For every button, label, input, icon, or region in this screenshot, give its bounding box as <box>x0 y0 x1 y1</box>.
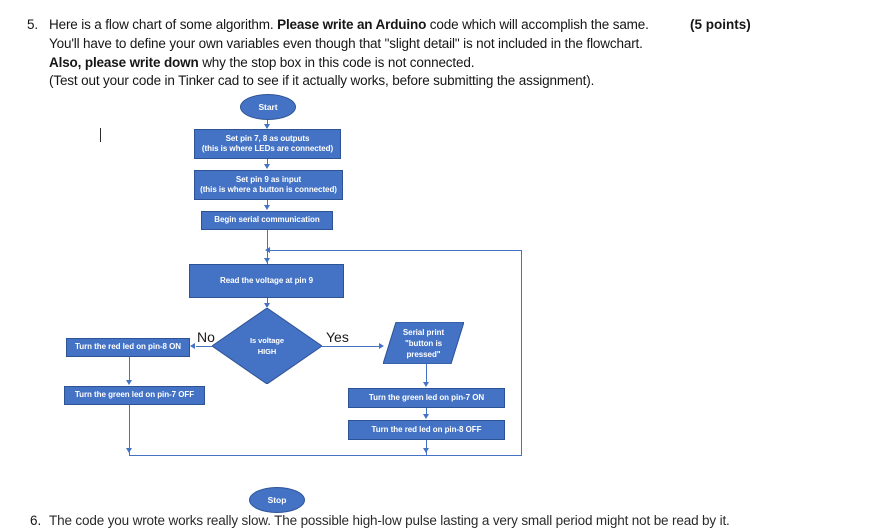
connector-outputs-to-input <box>267 159 268 165</box>
text-caret <box>100 128 101 142</box>
question-line-1-part-a: Here is a flow chart of some algorithm. <box>49 17 278 32</box>
arrowhead-serialprint-to-greenon <box>422 382 429 387</box>
connector-loopback-horizontal <box>270 250 522 251</box>
flow-node-serial-print-label: Serial print "button is pressed" <box>403 327 444 360</box>
flow-node-stop[interactable]: Stop <box>249 487 305 513</box>
flow-node-decision[interactable]: Is voltage HIGH <box>212 308 322 384</box>
arrowhead-redon-to-greenoff <box>125 380 132 385</box>
connector-redoff-to-merge <box>426 440 427 455</box>
flow-node-set-input-line1: Set pin 9 as input <box>235 174 302 184</box>
arrowhead-loopback <box>265 246 270 253</box>
question-line-2: You'll have to define your own variables… <box>49 36 643 51</box>
flow-node-start[interactable]: Start <box>240 94 296 120</box>
connector-read-to-decision <box>267 298 268 304</box>
connector-serialprint-to-greenon <box>426 364 427 384</box>
flow-node-serial-print-line1: Serial print <box>402 327 445 337</box>
connector-loopback-vertical <box>521 250 522 455</box>
question-line-1-bold: Please write an Arduino <box>277 17 427 32</box>
question-points: (5 points) <box>690 17 751 32</box>
flow-node-stop-label: Stop <box>267 494 287 505</box>
connector-greenoff-to-merge <box>129 405 130 455</box>
flow-node-red-off[interactable]: Turn the red led on pin-8 OFF <box>348 420 505 440</box>
connector-greenon-to-redoff <box>426 408 427 416</box>
flow-node-set-input-line2: (this is where a button is connected) <box>200 185 337 194</box>
diamond-shape-icon <box>212 308 322 384</box>
connector-bottom-merge <box>129 455 522 456</box>
question-line-4: (Test out your code in Tinker cad to see… <box>49 73 595 88</box>
arrowhead-no-branch <box>190 342 195 349</box>
arrowhead-redoff-to-merge <box>422 448 429 453</box>
branch-label-no: No <box>197 329 215 345</box>
flow-node-serial-print-line2: "button is <box>404 338 443 348</box>
flow-node-decision-line2: HIGH <box>257 347 277 356</box>
flow-node-decision-line1: Is voltage <box>249 336 285 345</box>
question-line-3: Also, please write down why the stop box… <box>49 55 474 70</box>
question-line-3-rest: why the stop box in this code is not con… <box>198 55 475 70</box>
flow-node-set-outputs-line2: (this is where LEDs are connected) <box>201 144 334 153</box>
connector-no-branch <box>196 346 212 347</box>
flow-node-green-off-label: Turn the green led on pin-7 OFF <box>74 390 195 400</box>
flow-node-set-outputs[interactable]: Set pin 7, 8 as outputs (this is where L… <box>194 129 341 159</box>
question-line-1-part-b: code which will accomplish the same. <box>426 17 649 32</box>
flow-node-green-off[interactable]: Turn the green led on pin-7 OFF <box>64 386 205 405</box>
connector-input-to-serial <box>267 200 268 206</box>
connector-yes-branch <box>322 346 381 347</box>
flow-node-start-label: Start <box>258 101 278 112</box>
flow-node-read-voltage-label: Read the voltage at pin 9 <box>220 275 313 285</box>
connector-redon-to-greenoff <box>129 357 130 381</box>
arrowhead-yes-branch <box>379 342 384 349</box>
question-number: 5. <box>27 17 39 32</box>
flow-node-read-voltage[interactable]: Read the voltage at pin 9 <box>189 264 344 298</box>
arrowhead-serial-to-read <box>263 258 270 263</box>
flow-node-set-input[interactable]: Set pin 9 as input (this is where a butt… <box>194 170 343 200</box>
arrowhead-start-to-outputs <box>263 124 270 129</box>
arrowhead-input-to-serial <box>263 205 270 210</box>
flow-node-serial-print[interactable]: Serial print "button is pressed" <box>383 322 464 364</box>
flow-node-begin-serial-label: Begin serial communication <box>214 215 320 225</box>
flow-node-green-on[interactable]: Turn the green led on pin-7 ON <box>348 388 505 408</box>
branch-label-yes: Yes <box>326 329 349 345</box>
flow-node-green-on-label: Turn the green led on pin-7 ON <box>368 392 485 402</box>
flow-node-decision-label: Is voltage HIGH <box>250 335 284 357</box>
next-question-text: The code you wrote works really slow. Th… <box>49 513 730 528</box>
arrowhead-greenon-to-redoff <box>422 414 429 419</box>
question-line-1: Here is a flow chart of some algorithm. … <box>49 17 649 32</box>
question-line-3-bold: Also, please write down <box>49 55 199 70</box>
flow-node-red-on-label: Turn the red led on pin-8 ON <box>74 342 181 352</box>
next-question-number: 6. <box>30 513 42 528</box>
flow-node-begin-serial[interactable]: Begin serial communication <box>201 211 333 230</box>
parallelogram-shape-icon <box>383 322 464 364</box>
connector-start-to-outputs <box>267 120 268 125</box>
flow-node-serial-print-line3: pressed" <box>406 349 441 359</box>
flow-node-set-outputs-line1: Set pin 7, 8 as outputs <box>225 133 310 143</box>
arrowhead-outputs-to-input <box>263 164 270 169</box>
arrowhead-read-to-decision <box>263 303 270 308</box>
flow-node-red-on[interactable]: Turn the red led on pin-8 ON <box>66 338 190 357</box>
arrowhead-greenoff-to-merge <box>125 448 132 453</box>
flow-node-red-off-label: Turn the red led on pin-8 OFF <box>371 424 482 434</box>
